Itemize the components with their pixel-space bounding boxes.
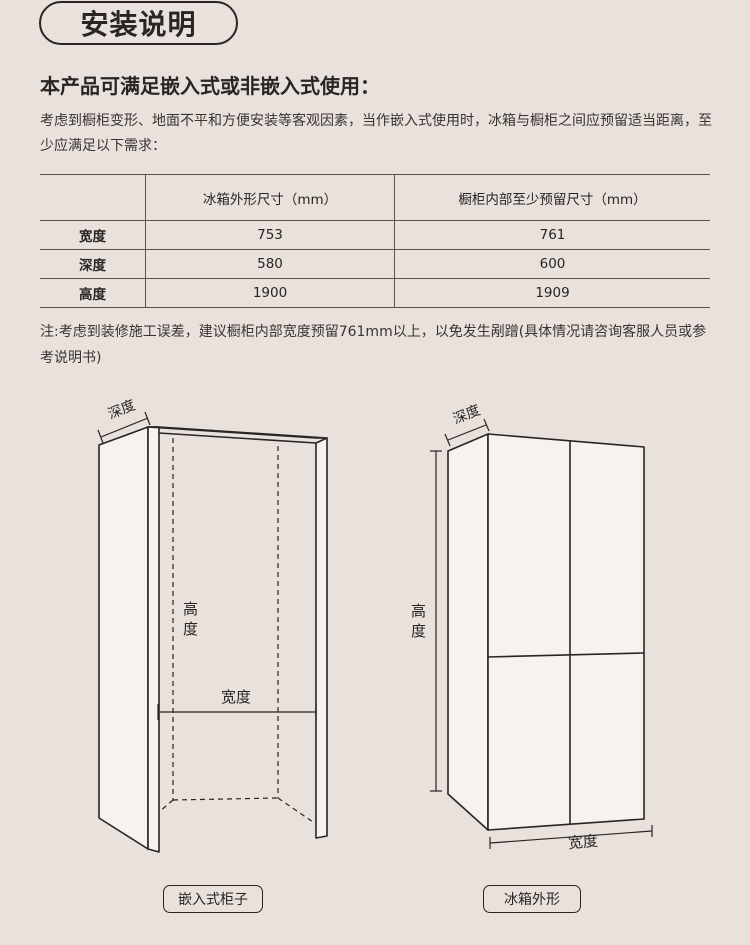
- fridge-height-label: 度: [411, 622, 427, 640]
- cabinet-caption: 嵌入式柜子: [163, 885, 263, 913]
- table-row: 深度 580 600: [40, 249, 710, 279]
- table-header-row: 冰箱外形尺寸（mm） 橱柜内部至少预留尺寸（mm）: [40, 174, 710, 221]
- fridge-size-cell: 1900: [145, 278, 395, 308]
- install-note: 注:考虑到装修施工误差，建议橱柜内部宽度预留761mm以上，以免发生剐蹭(具体情…: [40, 324, 707, 366]
- fridge-illustration: [430, 418, 653, 849]
- fridge-caption: 冰箱外形: [483, 885, 581, 913]
- dimension-table: 冰箱外形尺寸（mm） 橱柜内部至少预留尺寸（mm） 宽度 753 761 深度 …: [40, 174, 710, 308]
- row-label: 宽度: [40, 220, 146, 250]
- cabinet-size-cell: 600: [394, 249, 710, 279]
- page-title: 安装说明: [39, 1, 238, 45]
- table-header-cell: 冰箱外形尺寸（mm）: [145, 174, 395, 221]
- table-row: 高度 1900 1909: [40, 278, 710, 308]
- cabinet-size-cell: 761: [394, 220, 710, 250]
- row-label: 高度: [40, 278, 146, 308]
- fridge-height-label: 高: [411, 602, 427, 620]
- section-heading: 本产品可满足嵌入式或非嵌入式使用：: [40, 74, 380, 98]
- table-header-cell: [40, 174, 146, 221]
- fridge-size-cell: 580: [145, 249, 395, 279]
- row-label: 深度: [40, 249, 146, 279]
- cabinet-illustration: [97, 411, 328, 853]
- cabinet-height-label: 度: [183, 620, 199, 638]
- table-row: 宽度 753 761: [40, 220, 710, 250]
- fridge-size-cell: 753: [145, 220, 395, 250]
- cabinet-height-label: 高: [183, 600, 199, 618]
- cabinet-size-cell: 1909: [394, 278, 710, 308]
- cabinet-width-label: 宽度: [221, 688, 252, 706]
- intro-text: 考虑到橱柜变形、地面不平和方便安装等客观因素，当作嵌入式使用时，冰箱与橱柜之间应…: [40, 113, 712, 154]
- fridge-width-label: 宽度: [567, 831, 599, 853]
- table-header-cell: 橱柜内部至少预留尺寸（mm）: [394, 174, 710, 221]
